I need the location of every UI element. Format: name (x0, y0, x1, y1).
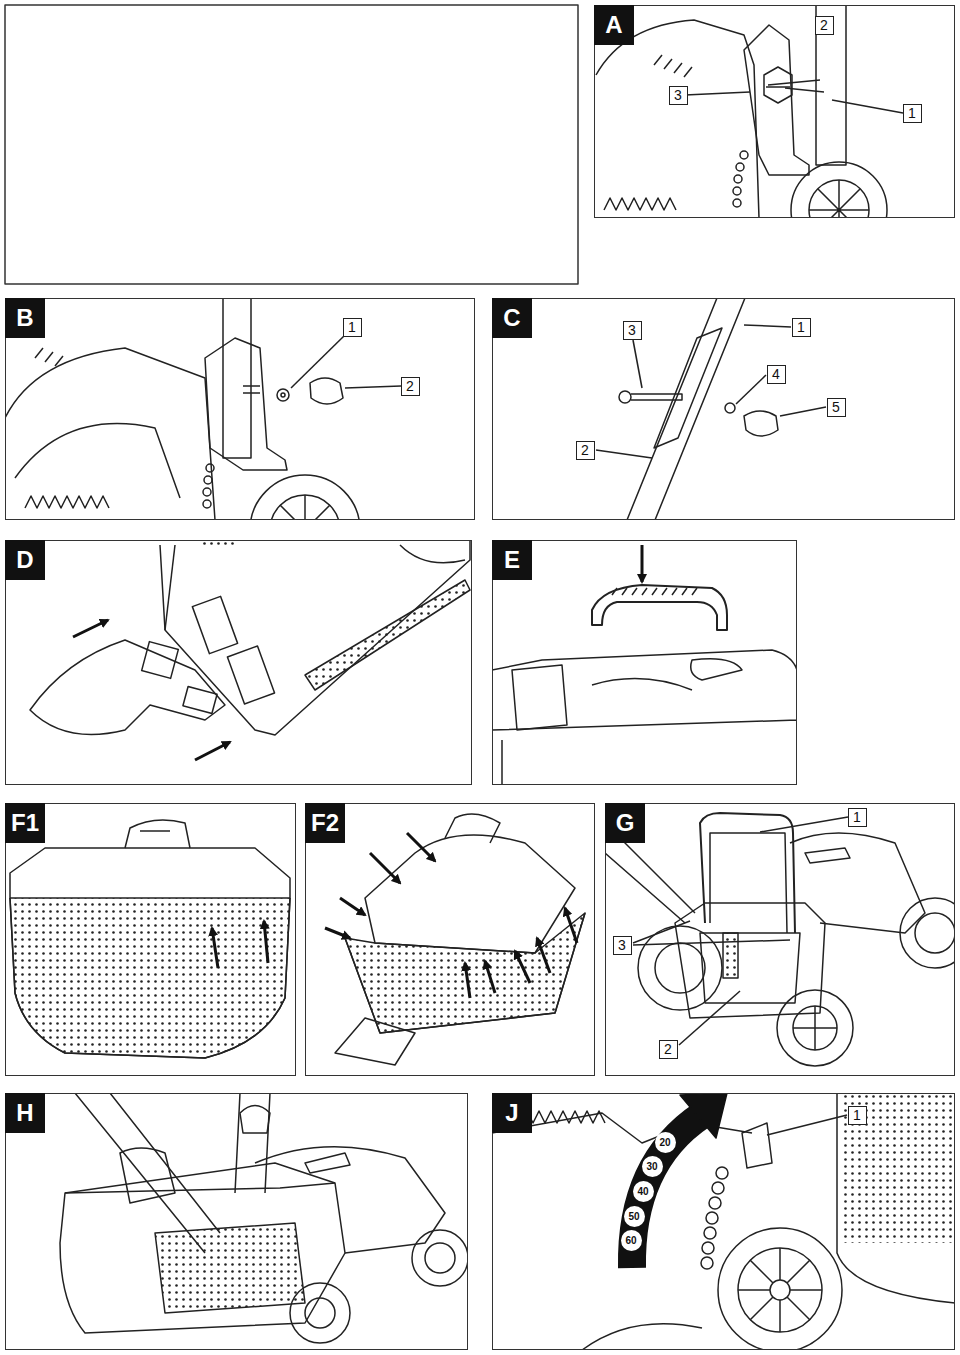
panel-letter: A (594, 5, 634, 45)
callout-text: 2 (406, 378, 414, 394)
callout-number: 3 (613, 936, 632, 955)
height-scale-mark: 50 (624, 1206, 645, 1227)
callout-number: 1 (343, 318, 362, 337)
panel-letter-text: F2 (311, 809, 339, 836)
height-value: 40 (637, 1186, 648, 1197)
height-value: 30 (646, 1161, 657, 1172)
panel-letter-text: E (504, 546, 520, 573)
panel-letter: C (492, 298, 532, 338)
panel-letter: H (5, 1093, 45, 1133)
panel-letter: B (5, 298, 45, 338)
figure-panel: G 1 3 2 (605, 803, 955, 1076)
height-value: 20 (659, 1137, 670, 1148)
callout-text: 5 (832, 399, 840, 415)
callout-number: 2 (815, 16, 834, 35)
height-scale-mark: 20 (655, 1132, 676, 1153)
callout-text: 3 (674, 87, 682, 103)
callout-text: 2 (581, 442, 589, 458)
panel-letter-text: G (616, 809, 635, 836)
callout-text: 1 (853, 1107, 861, 1123)
height-value: 60 (625, 1235, 636, 1246)
panel-letter: E (492, 540, 532, 580)
height-scale-mark: 30 (642, 1156, 663, 1177)
panel-letter-text: A (605, 11, 622, 38)
callout-number: 1 (848, 808, 867, 827)
figure-panel: D (5, 540, 472, 785)
figure-panel: F1 (5, 803, 296, 1076)
callout-text: 1 (908, 105, 916, 121)
panel-letter: J (492, 1093, 532, 1133)
figure-panel: A 2 3 1 (594, 5, 955, 218)
figure-panel: E (492, 540, 797, 785)
height-scale-mark: 60 (621, 1230, 642, 1251)
figure-panel: B 1 2 (5, 298, 475, 520)
panel-letter: G (605, 803, 645, 843)
panel-letter-text: J (505, 1099, 518, 1126)
panel-letter: F1 (5, 803, 45, 843)
panel-letter: D (5, 540, 45, 580)
height-value: 50 (628, 1211, 639, 1222)
callout-number: 1 (903, 104, 922, 123)
panel-letter-text: B (16, 304, 33, 331)
callout-text: 3 (618, 937, 626, 953)
callout-number: 2 (401, 377, 420, 396)
callout-text: 2 (664, 1041, 672, 1057)
callout-number: 1 (848, 1106, 867, 1125)
panel-letter: F2 (305, 803, 345, 843)
callout-number: 3 (623, 321, 642, 340)
callout-text: 1 (853, 809, 861, 825)
callout-text: 1 (797, 319, 805, 335)
callout-number: 2 (659, 1040, 678, 1059)
figure-panel: F2 (305, 803, 595, 1076)
height-scale-mark: 40 (633, 1181, 654, 1202)
callout-text: 4 (772, 366, 780, 382)
callout-text: 2 (820, 17, 828, 33)
callout-number: 5 (827, 398, 846, 417)
panel-letter-text: F1 (11, 809, 39, 836)
callout-number: 4 (767, 365, 786, 384)
figure-panel: H (5, 1093, 468, 1350)
panel-letter-text: H (16, 1099, 33, 1126)
figure-panel: C 3 1 4 5 2 (492, 298, 955, 520)
figure-panel: J 1 20 30 40 50 60 (492, 1093, 955, 1350)
panel-letter-text: C (503, 304, 520, 331)
callout-number: 2 (576, 441, 595, 460)
callout-text: 1 (348, 319, 356, 335)
callout-number: 1 (792, 318, 811, 337)
callout-number: 3 (669, 86, 688, 105)
panel-letter-text: D (16, 546, 33, 573)
callout-text: 3 (628, 322, 636, 338)
